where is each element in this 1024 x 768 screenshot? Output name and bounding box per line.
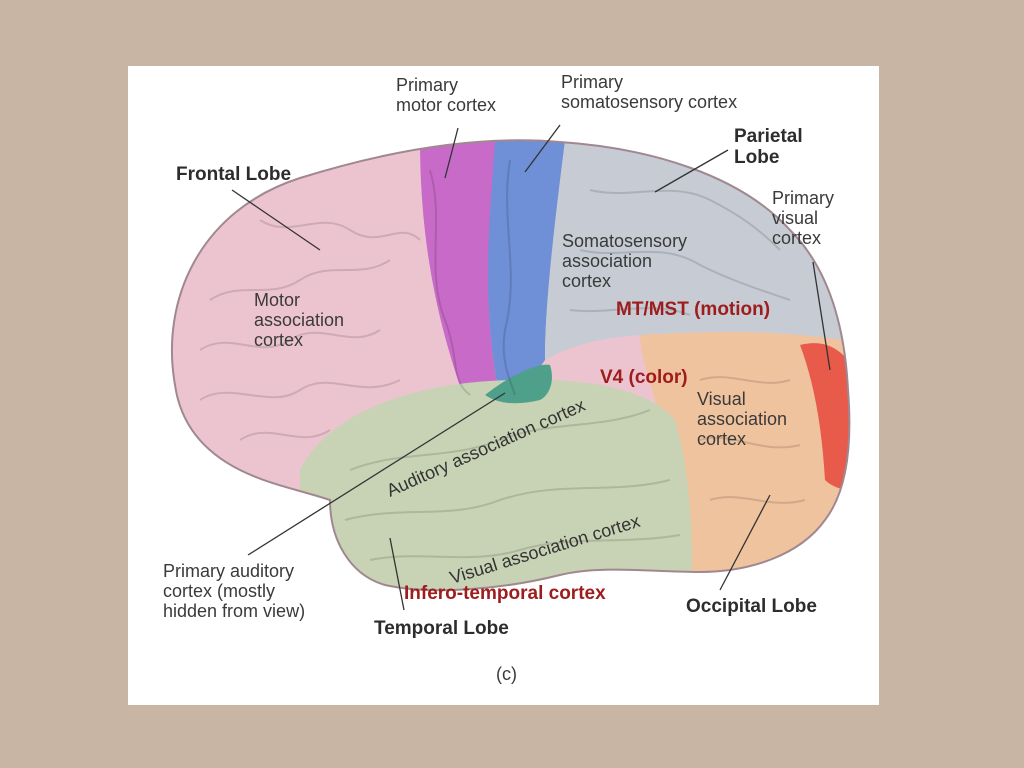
- leader-primary-auditory: [247, 392, 506, 556]
- leader-lines: [231, 124, 831, 611]
- temporal-region: [300, 379, 692, 591]
- gyri-texture: [199, 159, 806, 561]
- leader-primary-visual: [812, 261, 831, 371]
- primary-auditory-label: Primary auditory cortex (mostly hidden f…: [163, 561, 306, 622]
- leader-frontal-lobe: [231, 189, 321, 251]
- v4-label: V4 (color): [600, 367, 688, 388]
- auditory-primary-patch: [485, 364, 552, 404]
- leader-occipital-lobe: [719, 494, 771, 591]
- primary-somatosensory-label: Primary somatosensory cortex: [561, 72, 738, 113]
- mt-mst-label: MT/MST (motion): [616, 299, 771, 320]
- infero-temporal-label: Infero-temporal cortex: [404, 583, 606, 604]
- somatosensory-strip: [488, 140, 570, 400]
- leader-primary-somatosensory: [524, 124, 561, 173]
- occipital-lobe-label: Occipital Lobe: [686, 596, 817, 617]
- visual-assoc-label: Visual association cortex: [697, 389, 788, 450]
- leader-temporal-lobe: [389, 537, 405, 611]
- motor-strip: [420, 140, 500, 400]
- primary-visual-strip: [800, 343, 850, 490]
- parietal-lobe-label: Parietal Lobe: [734, 126, 803, 169]
- leader-parietal-lobe: [654, 149, 729, 193]
- primary-visual-label: Primary visual cortex: [772, 188, 834, 249]
- brain-regions: [171, 140, 850, 591]
- brain-outline: [171, 139, 851, 592]
- panel-letter: (c): [496, 664, 517, 684]
- leader-primary-motor: [444, 127, 459, 179]
- somatosensory-assoc-label: Somatosensory association cortex: [562, 231, 688, 292]
- primary-motor-label: Primary motor cortex: [396, 75, 497, 116]
- motor-assoc-label: Motor association cortex: [254, 290, 345, 351]
- frontal-lobe-label: Frontal Lobe: [176, 164, 292, 185]
- temporal-lobe-label: Temporal Lobe: [374, 618, 509, 639]
